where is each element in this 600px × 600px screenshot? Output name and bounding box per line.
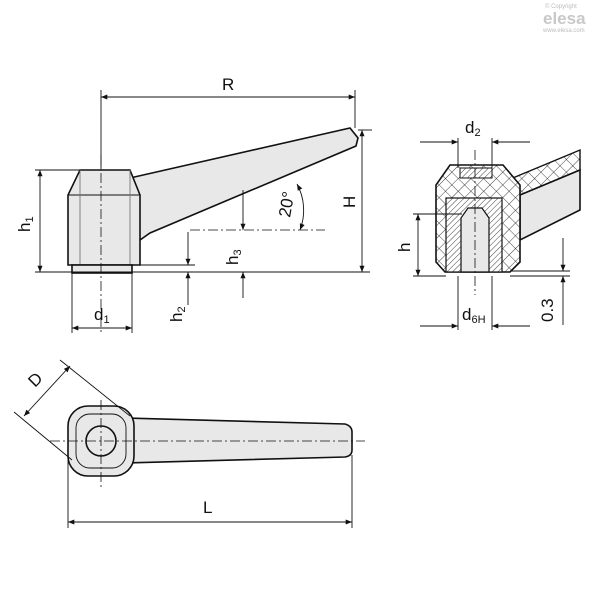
dim-d1: d1 <box>94 305 110 326</box>
dim-d6H: d6H <box>462 305 486 326</box>
dim-gap: 0.3 <box>538 298 557 322</box>
top-arm <box>124 417 353 464</box>
dim-h: h <box>395 243 414 252</box>
thread-ring <box>71 264 133 274</box>
dim-angle: 20° <box>275 190 298 219</box>
copyright-text: © Copyright <box>545 3 577 10</box>
side-view: R H h1 h2 h3 20° d1 <box>15 75 372 335</box>
dim-h2: h2 <box>167 306 188 322</box>
top-view: D L <box>13 359 365 528</box>
url-text: www.elesa.com <box>542 28 585 34</box>
lever-arm <box>129 127 359 242</box>
dim-h1: h1 <box>15 216 36 232</box>
brand-text: elesa <box>543 9 586 28</box>
dim-D: D <box>24 369 46 391</box>
dim-d2: d2 <box>465 118 481 139</box>
dim-L: L <box>203 498 212 517</box>
dim-H: H <box>340 196 359 208</box>
lever-head <box>67 169 141 266</box>
dim-R: R <box>222 75 234 94</box>
elesa-logo: © Copyright elesa www.elesa.com <box>542 3 586 34</box>
dim-h3: h3 <box>223 249 244 265</box>
section-view: d2 h d6H 0.3 <box>395 118 581 330</box>
